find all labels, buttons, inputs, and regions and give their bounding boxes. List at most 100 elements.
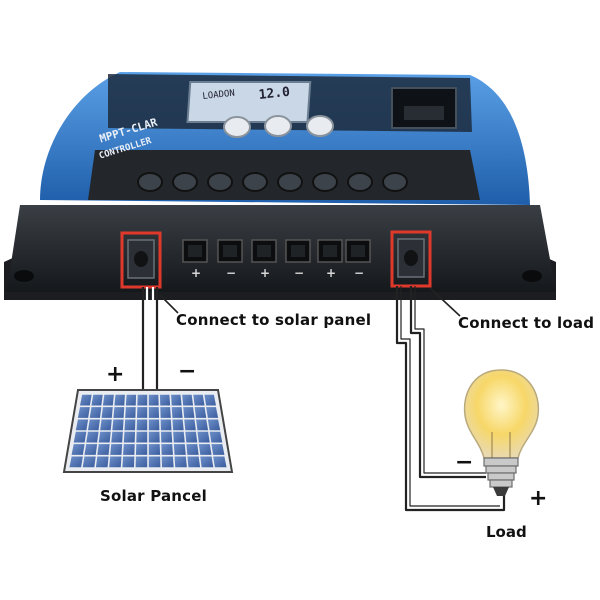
solar-cell xyxy=(194,407,207,418)
solar-cell xyxy=(71,444,85,455)
solar-cell xyxy=(196,419,209,431)
bulb-positive-sign: + xyxy=(529,486,548,511)
solar-cell xyxy=(136,407,148,418)
solar-cell xyxy=(204,394,216,406)
button-2 xyxy=(264,115,292,137)
solar-cell xyxy=(161,444,173,455)
solar-cell xyxy=(113,407,125,418)
terminal-symbol: − xyxy=(294,266,305,280)
button-1 xyxy=(223,116,251,138)
solar-cell xyxy=(213,456,227,468)
solar-cell xyxy=(148,444,161,455)
solar-connector-highlight xyxy=(120,231,162,289)
solar-cell xyxy=(77,407,90,418)
solar-cell xyxy=(87,419,100,431)
solar-cell xyxy=(136,431,148,443)
panel-positive-sign: + xyxy=(106,362,125,387)
terminal-symbol: + xyxy=(191,266,202,280)
solar-cell xyxy=(89,407,102,418)
solar-cell xyxy=(98,431,111,443)
terminal-symbol: + xyxy=(260,266,271,280)
solar-cell xyxy=(111,431,123,443)
mount-hole-right xyxy=(522,270,542,282)
solar-cell xyxy=(148,431,160,443)
solar-cell xyxy=(209,431,223,443)
solar-cell xyxy=(171,407,183,418)
bulb-tip xyxy=(493,487,509,496)
solar-cell xyxy=(185,431,198,443)
solar-cell xyxy=(148,456,161,468)
solar-cell xyxy=(174,456,187,468)
lcd-screen xyxy=(186,81,312,123)
solar-cell xyxy=(211,444,225,455)
mount-hole-left xyxy=(14,270,34,282)
bulb-glass xyxy=(463,369,540,459)
solar-cell xyxy=(137,394,148,406)
solar-cell xyxy=(206,407,219,418)
solar-cell xyxy=(125,394,137,406)
solar-cell xyxy=(122,456,135,468)
solar-panel xyxy=(62,389,234,473)
bulb-negative-sign: − xyxy=(455,450,474,475)
solar-cell xyxy=(102,394,114,406)
terminal-symbol: + xyxy=(326,266,337,280)
solar-cell xyxy=(110,444,123,455)
solar-cell xyxy=(148,394,159,406)
solar-label-pointer xyxy=(159,294,179,314)
solar-cell xyxy=(187,456,201,468)
load-wire-outer xyxy=(395,286,506,512)
solar-cell xyxy=(193,394,205,406)
solar-cell xyxy=(173,444,186,455)
solar-cell xyxy=(135,444,148,455)
terminal-symbol: − xyxy=(354,266,365,280)
solar-cell xyxy=(148,419,160,431)
solar-cell xyxy=(186,444,199,455)
load-wire-inner xyxy=(409,286,486,479)
solar-cell xyxy=(182,394,194,406)
solar-cell xyxy=(91,394,103,406)
bulb-base xyxy=(483,457,519,488)
solar-cell xyxy=(80,394,92,406)
solar-cell xyxy=(148,407,160,418)
button-3 xyxy=(306,115,334,137)
load-connect-label: Connect to load xyxy=(458,314,595,332)
controller-housing xyxy=(6,205,556,292)
light-bulb xyxy=(463,369,540,496)
solar-cell xyxy=(161,456,174,468)
solar-cell xyxy=(136,419,148,431)
solar-cell xyxy=(86,431,99,443)
solar-cell xyxy=(200,456,214,468)
solar-cell xyxy=(95,456,109,468)
screw-holes xyxy=(137,172,408,192)
solar-cell xyxy=(197,431,210,443)
solar-cell xyxy=(82,456,96,468)
solar-cell xyxy=(172,419,184,431)
solar-cell xyxy=(173,431,185,443)
charge-controller xyxy=(4,72,556,300)
solar-cell xyxy=(97,444,110,455)
solar-cell xyxy=(125,407,136,418)
solar-cell xyxy=(123,431,136,443)
load-label: Load xyxy=(486,523,527,541)
solar-cell xyxy=(160,431,173,443)
solar-cell xyxy=(73,431,87,443)
solar-cell xyxy=(160,407,171,418)
solar-cell xyxy=(184,419,196,431)
solar-cell xyxy=(114,394,125,406)
solar-cell xyxy=(84,444,98,455)
solar-cell xyxy=(124,419,136,431)
solar-cell xyxy=(69,456,83,468)
solar-cell xyxy=(123,444,135,455)
load-label-pointer xyxy=(429,287,461,317)
solar-cell xyxy=(207,419,221,431)
solar-cell xyxy=(135,456,148,468)
wires xyxy=(141,286,506,512)
solar-cell xyxy=(198,444,212,455)
solar-cell xyxy=(183,407,195,418)
solar-connect-label: Connect to solar panel xyxy=(176,311,372,329)
terminal-symbol: − xyxy=(226,266,237,280)
solar-cell xyxy=(159,394,171,406)
solar-cell xyxy=(100,419,112,431)
solar-cell xyxy=(101,407,113,418)
